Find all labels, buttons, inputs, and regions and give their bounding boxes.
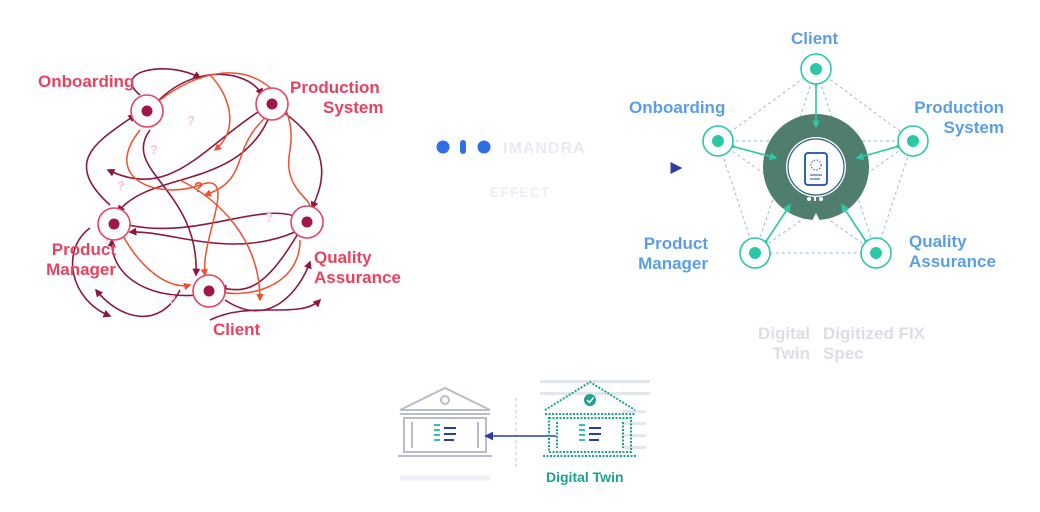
chaos-arrow [213, 239, 301, 296]
node-quality-before [290, 205, 324, 239]
connector-arrow [841, 203, 872, 248]
label-quality-before: Quality Assurance [314, 248, 401, 287]
bottom-buildings [398, 380, 650, 481]
question-mark-icon: ? [150, 142, 158, 157]
chaotic-network: ? ? ? ? ? ? ? [71, 68, 324, 321]
brand-logo-bar-icon [460, 140, 466, 154]
question-mark-icon: ? [194, 179, 203, 196]
chaos-arrow [179, 179, 264, 302]
chaos-arrow [126, 129, 219, 277]
brand-name: IMANDRA [503, 140, 586, 157]
connector-arrow [760, 203, 791, 248]
node-client-after [800, 53, 832, 85]
brand-logo-dot-icon [436, 140, 450, 154]
chaos-arrow [279, 109, 323, 210]
question-mark-icon: ? [103, 232, 111, 247]
label-client-after: Client [791, 29, 839, 48]
chaos-arrow [119, 229, 192, 291]
check-badge-icon [584, 394, 596, 406]
chaos-arrow [149, 73, 263, 111]
bank-building-icon [398, 386, 492, 457]
label-product-manager-after: Product Manager [638, 234, 708, 273]
caption-digital-twin: Digital Twin [758, 324, 810, 363]
question-mark-icon: ? [168, 292, 176, 307]
connector-arrow [855, 141, 904, 161]
chaos-arrow [224, 260, 312, 312]
node-production-after [897, 125, 929, 157]
chaos-arrow [218, 229, 301, 293]
chaos-arrow [94, 288, 181, 318]
up-arrow-icon [812, 213, 820, 221]
document-icon [579, 424, 601, 441]
node-product-manager-before [97, 207, 131, 241]
caption-digitized-spec: Digitized FIX Spec [823, 324, 925, 363]
label-onboarding-before: Onboarding [38, 72, 135, 91]
label-onboarding-after: Onboarding [629, 98, 726, 117]
connector-arrow [727, 141, 778, 161]
label-quality-after: Quality Assurance [909, 232, 996, 271]
document-icon [434, 424, 456, 441]
label-production-before: Production System [290, 78, 384, 117]
node-client-before [192, 274, 226, 308]
device-icon [804, 152, 828, 186]
digital-twin-label: Digital Twin [546, 469, 624, 485]
chaos-arrow [128, 227, 296, 245]
effect-label: EFFECT [490, 184, 551, 200]
label-client-before: Client [213, 320, 261, 339]
chaos-arrow [85, 114, 137, 206]
node-onboarding-after [702, 125, 734, 157]
question-mark-icon: ? [117, 178, 125, 193]
label-product-manager-before: Product Manager [46, 240, 116, 279]
brand-logo-dot-icon [477, 140, 491, 154]
digital-twin-building-icon [543, 380, 637, 457]
chaos-arrow [131, 68, 202, 96]
chaos-arrow [117, 114, 271, 214]
organized-network [702, 53, 929, 269]
chaos-arrow [127, 211, 302, 230]
node-product-manager-after [739, 237, 771, 269]
chaos-arrow [209, 74, 231, 151]
node-production-before [255, 87, 289, 121]
question-mark-icon: ? [187, 113, 195, 128]
chaos-arrow [203, 117, 266, 197]
chaos-arrow [107, 238, 201, 297]
node-quality-after [860, 237, 892, 269]
chaos-arrow [159, 72, 311, 216]
question-mark-icon: ? [265, 210, 273, 225]
chaos-arrow [209, 298, 322, 321]
chaos-arrow [142, 129, 201, 277]
node-onboarding-before [130, 94, 164, 128]
transformation-arrow [346, 140, 683, 174]
label-production-after: Production System [914, 98, 1004, 137]
chaos-arrow [106, 111, 259, 180]
chaos-arrow [71, 227, 112, 318]
